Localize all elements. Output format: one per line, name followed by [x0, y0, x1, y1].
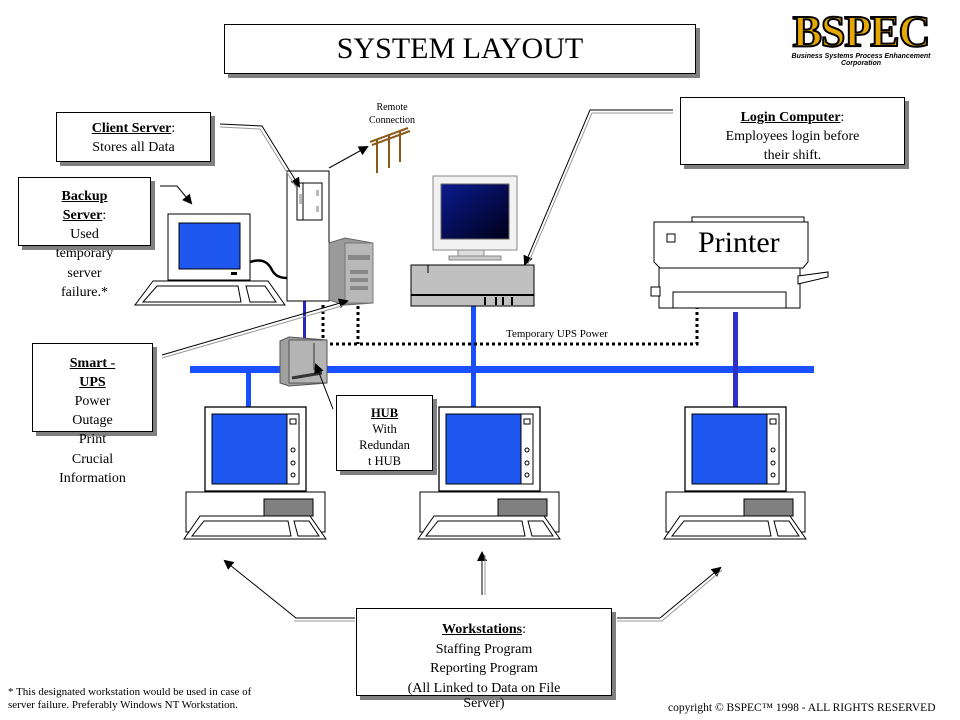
telephone-poles-icon: [369, 127, 411, 173]
printer-icon: [650, 216, 829, 309]
callout-heading: Client Server: [91, 121, 172, 136]
arrow-remote-connection: [328, 146, 369, 169]
callout-arrows: [160, 109, 722, 619]
backup-computer-icon: [134, 213, 288, 306]
workstations-text-overflow: Server): [463, 696, 505, 711]
callout-heading: HUB: [370, 406, 399, 420]
callout-heading: Smart -: [69, 356, 116, 371]
workstation-1-icon: [183, 406, 327, 540]
callout-heading: Backup: [61, 189, 108, 204]
callout-heading: Workstations: [441, 622, 523, 637]
server-tower-pc: [328, 237, 374, 306]
callout-client-server: Client Server: Stores all Data: [56, 112, 211, 162]
network-backbone: [190, 300, 814, 408]
arrow-workstation-left: [223, 559, 355, 619]
callout-login-computer: Login Computer: Employees login before t…: [680, 97, 905, 165]
callout-workstations: Workstations: Staffing Program Reporting…: [356, 608, 612, 696]
callout-smart-ups: Smart - UPS Power Outage: [32, 343, 153, 432]
ups-power-line: [321, 300, 699, 346]
temporary-ups-power-label: Temporary UPS Power: [506, 328, 608, 340]
callout-heading: Login Computer: [740, 110, 841, 125]
printer-label: Printer: [698, 226, 780, 259]
callout-heading: UPS: [79, 375, 106, 390]
page-title: SYSTEM LAYOUT: [224, 24, 696, 74]
callout-hub: HUB With Redundan t HUB: [336, 395, 433, 471]
workstation-2-icon: [417, 406, 561, 540]
callout-text: Stores all Data: [92, 140, 175, 155]
arrow-smart-ups: [161, 298, 349, 356]
arrow-backup-server: [160, 185, 193, 205]
copyright: copyright © BSPEC™ 1998 - ALL RIGHTS RES…: [668, 702, 936, 714]
arrow-login-computer: [523, 109, 673, 266]
workstation-3-icon: [663, 406, 807, 540]
logo-tagline: Business Systems Process Enhancement Cor…: [791, 53, 931, 67]
smart-ups-text-overflow: Print Crucial Information: [59, 432, 126, 486]
client-server-tower: [286, 170, 330, 302]
remote-connection-label: Remote Connection: [368, 102, 416, 126]
callout-backup-server: Backup Server: Used: [18, 177, 151, 246]
footnote: * This designated workstation would be u…: [8, 686, 252, 711]
bspec-logo: BSPEC Business Systems Process Enhanceme…: [776, 7, 946, 68]
backup-server-text-overflow: temporary server failure.*: [55, 246, 114, 300]
arrow-client-server: [219, 123, 301, 188]
arrow-hub: [314, 363, 334, 410]
callout-heading: Server: [62, 208, 103, 223]
logo-wordmark: BSPEC: [792, 7, 932, 56]
arrow-workstation-right: [617, 566, 722, 619]
login-computer-icon: [410, 175, 535, 307]
hub-device-icon: [279, 336, 328, 387]
